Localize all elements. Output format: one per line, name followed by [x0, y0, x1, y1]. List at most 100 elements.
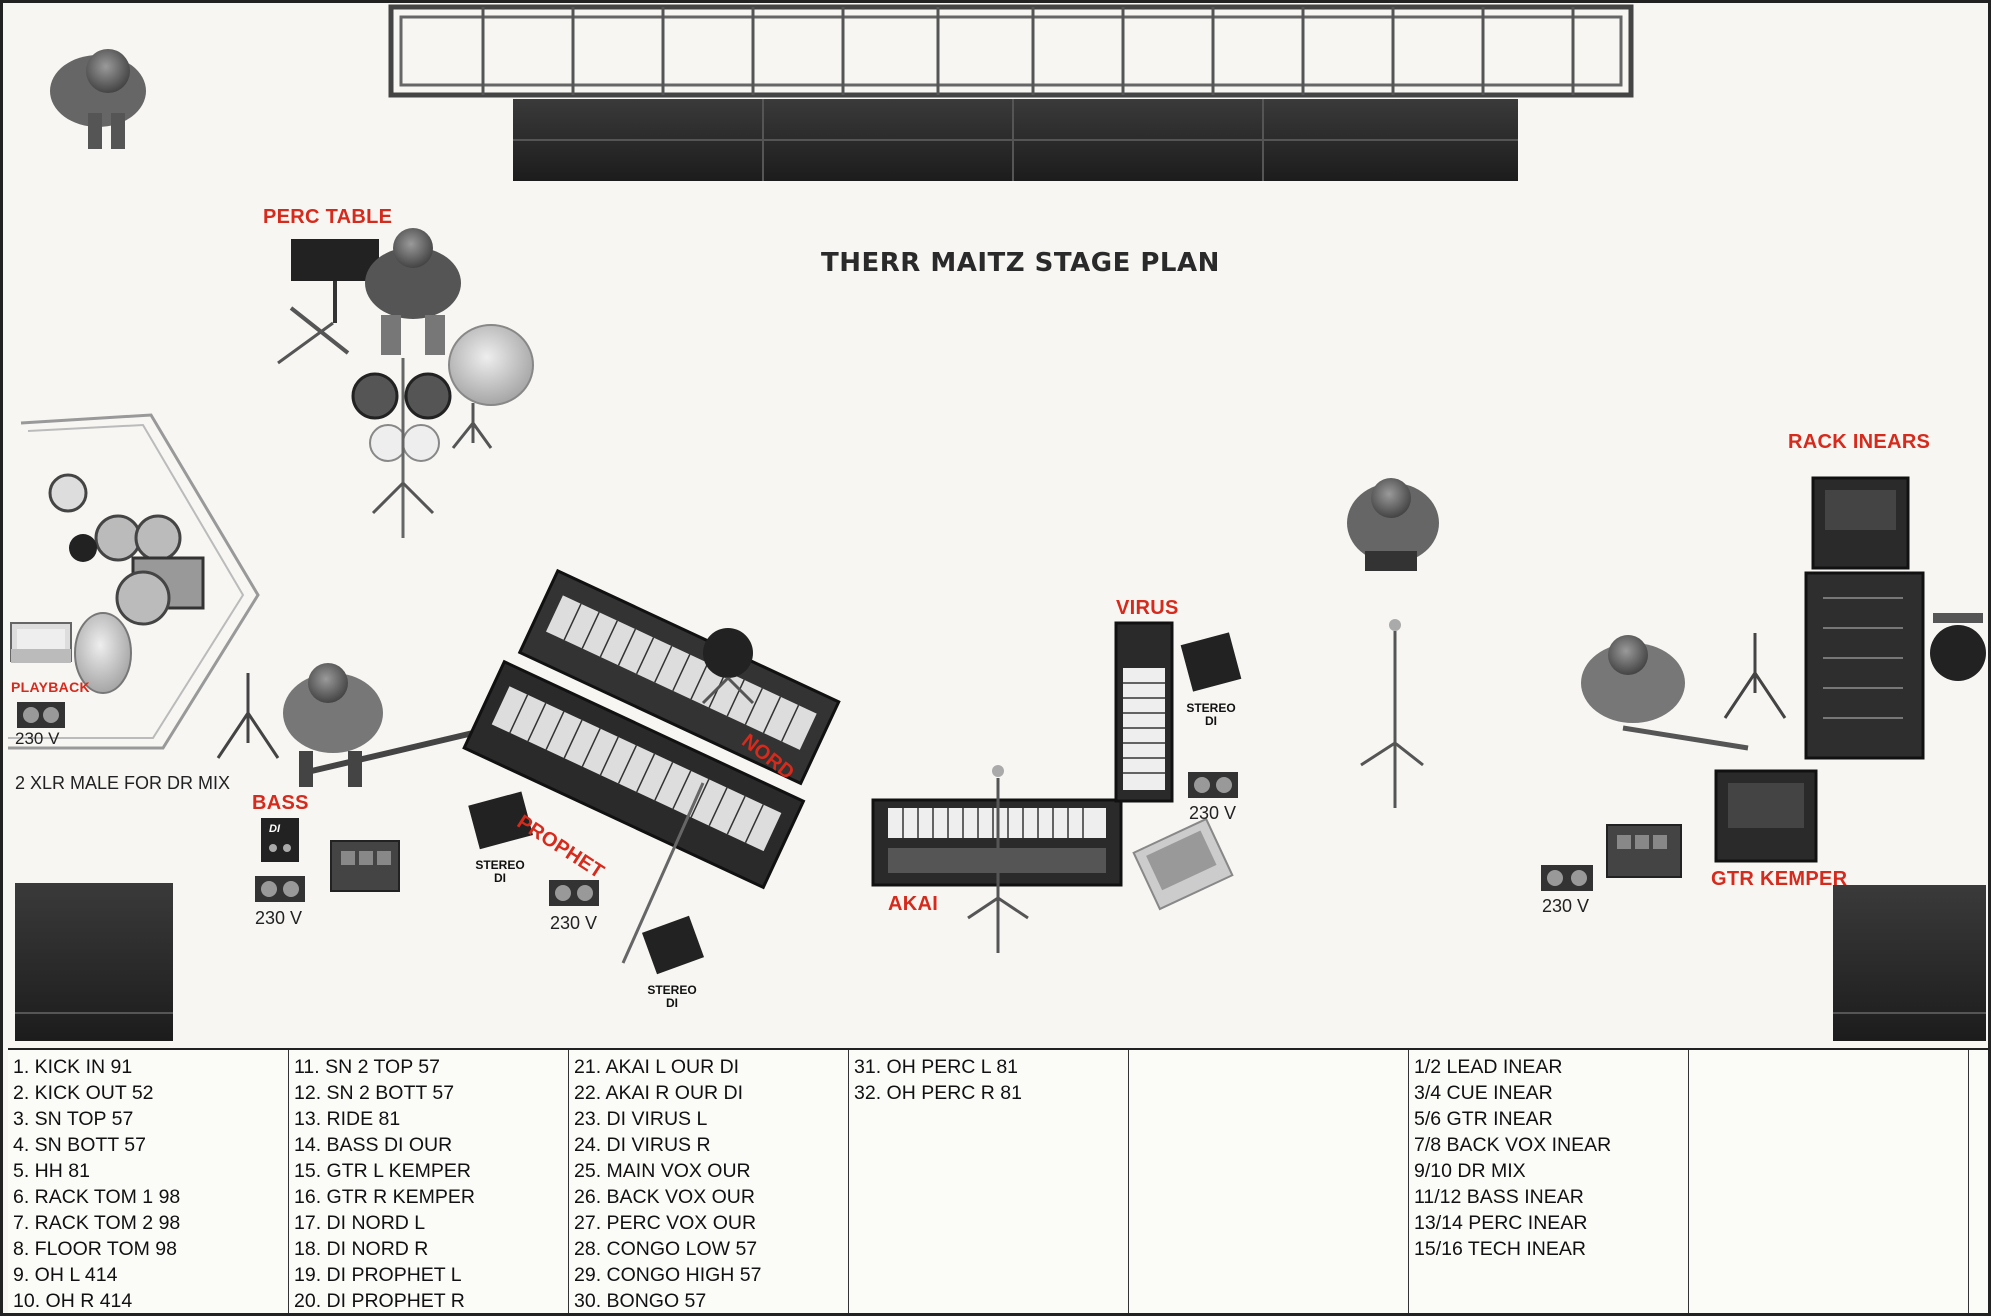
- patch-item: 26. BACK VOX OUR: [574, 1186, 755, 1208]
- patch-item: 15/16 TECH INEAR: [1414, 1238, 1586, 1260]
- patch-item: 19. DI PROPHET L: [294, 1264, 462, 1286]
- patch-item: 8. FLOOR TOM 98: [13, 1238, 177, 1260]
- power-socket-icon: [255, 876, 305, 902]
- playback-laptop-icon: [10, 622, 72, 663]
- patch-column-1: 1. KICK IN 91 2. KICK OUT 52 3. SN TOP 5…: [8, 1050, 289, 1313]
- rack-case-icon: [1811, 476, 1910, 570]
- patch-column-7: [1689, 1050, 1969, 1313]
- patch-item: 3/4 CUE INEAR: [1414, 1082, 1553, 1104]
- patch-item: 27. PERC VOX OUR: [574, 1212, 757, 1234]
- stool-icon: [1930, 613, 1986, 681]
- patch-item: 2. KICK OUT 52: [13, 1082, 154, 1104]
- power-socket-icon: [549, 880, 599, 906]
- label-bass: BASS: [252, 792, 309, 814]
- patch-column-5: [1129, 1050, 1409, 1313]
- virus-synth-icon: [1114, 621, 1174, 803]
- patch-item: 3. SN TOP 57: [13, 1108, 134, 1130]
- crew-person-icon: [50, 49, 146, 149]
- patch-item: 1/2 LEAD INEAR: [1414, 1056, 1563, 1078]
- stage-area: THERR MAITZ STAGE PLAN PERC TABLE PLAYBA…: [3, 3, 1988, 1045]
- percussionist-icon: [365, 228, 461, 355]
- patch-item: 31. OH PERC L 81: [854, 1056, 1019, 1078]
- patch-item: 9. OH L 414: [13, 1264, 118, 1286]
- patch-item: 11. SN 2 TOP 57: [294, 1056, 440, 1078]
- patch-item: 17. DI NORD L: [294, 1212, 426, 1234]
- patch-item: 20. DI PROPHET R: [294, 1290, 465, 1312]
- mic-stand-icon: [1723, 633, 1787, 719]
- pedalboard-icon: [1606, 824, 1682, 878]
- perc-cymbal-icon: [448, 324, 534, 449]
- patch-item: 11/12 BASS INEAR: [1414, 1186, 1584, 1208]
- patch-item: 16. GTR R KEMPER: [294, 1186, 475, 1208]
- label-akai: AKAI: [888, 893, 939, 915]
- patch-item: 14. BASS DI OUR: [294, 1134, 453, 1156]
- patch-item: 24. DI VIRUS R: [574, 1134, 711, 1156]
- di-box-label: DI: [269, 823, 280, 835]
- patch-item: 13. RIDE 81: [294, 1108, 401, 1130]
- power-socket-icon: [17, 702, 65, 728]
- power-label-prophet: 230 V: [550, 913, 598, 933]
- amp-case-icon: [1714, 769, 1818, 863]
- patch-list-table: 1. KICK IN 91 2. KICK OUT 52 3. SN TOP 5…: [8, 1048, 1988, 1313]
- power-socket-icon: [1188, 772, 1238, 798]
- patch-item: 6. RACK TOM 1 98: [13, 1186, 181, 1208]
- patch-item: 28. CONGO LOW 57: [574, 1238, 758, 1260]
- stereo-di-box-icon: [468, 791, 533, 850]
- power-label-bass: 230 V: [255, 908, 303, 928]
- drum-shield-icon: [8, 413, 260, 750]
- patch-column-2: 11. SN 2 TOP 57 12. SN 2 BOTT 57 13. RID…: [289, 1050, 569, 1313]
- mic-stand-icon: [1360, 619, 1424, 808]
- patch-item: 1. KICK IN 91: [13, 1056, 133, 1078]
- patch-column-8: [1969, 1050, 1984, 1313]
- mic-stand-icon: [216, 673, 280, 759]
- patch-item: 23. DI VIRUS L: [574, 1108, 708, 1130]
- stereo-di-label-prophet: STEREO DI: [475, 858, 525, 885]
- patch-item: 13/14 PERC INEAR: [1414, 1212, 1588, 1234]
- patch-item: 12. SN 2 BOTT 57: [294, 1082, 455, 1104]
- stereo-di-box-icon: [641, 915, 705, 975]
- patch-item: 25. MAIN VOX OUR: [574, 1160, 751, 1182]
- patch-item: 30. BONGO 57: [574, 1290, 707, 1312]
- power-label-gtr: 230 V: [1542, 896, 1590, 916]
- page-title: THERR MAITZ STAGE PLAN: [821, 248, 1220, 278]
- inear-rack-icon: [1804, 571, 1925, 760]
- lead-singer-icon: [1347, 478, 1439, 571]
- pedalboard-icon: [330, 840, 400, 892]
- monitor-wedge-icon: [15, 883, 173, 1041]
- patch-item: 32. OH PERC R 81: [854, 1082, 1022, 1104]
- perc-table-icon: [277, 239, 379, 365]
- laptop-icon: [1132, 817, 1234, 911]
- label-playback: PLAYBACK: [11, 679, 90, 695]
- power-label-playback: 230 V: [15, 729, 60, 748]
- mic-stand-icon: [967, 765, 1029, 953]
- label-virus: VIRUS: [1116, 597, 1179, 619]
- label-rack-inears: RACK INEARS: [1788, 431, 1931, 453]
- patch-item: 7/8 BACK VOX INEAR: [1414, 1134, 1612, 1156]
- bassist-icon: [283, 663, 474, 787]
- patch-item: 9/10 DR MIX: [1414, 1160, 1526, 1182]
- patch-item: 21. AKAI L OUR DI: [574, 1056, 740, 1078]
- patch-column-3: 21. AKAI L OUR DI 22. AKAI R OUR DI 23. …: [569, 1050, 849, 1313]
- patch-item: 10. OH R 414: [13, 1290, 133, 1312]
- patch-item: 22. AKAI R OUR DI: [574, 1082, 744, 1104]
- label-perc-table: PERC TABLE: [263, 206, 393, 228]
- stereo-di-label-nord: STEREO DI: [647, 983, 697, 1010]
- patch-column-6: 1/2 LEAD INEAR 3/4 CUE INEAR 5/6 GTR INE…: [1409, 1050, 1689, 1313]
- guitarist-icon: [1581, 635, 1749, 751]
- di-box-icon: [261, 818, 299, 862]
- mic-stand-icon: [621, 782, 705, 964]
- power-socket-icon: [1541, 865, 1593, 891]
- drum-kit-icon: [48, 473, 205, 694]
- patch-item: 5/6 GTR INEAR: [1414, 1108, 1553, 1130]
- keyboard-stool-icon: [701, 628, 755, 705]
- patch-item: 15. GTR L KEMPER: [294, 1160, 471, 1182]
- stereo-di-box-icon: [1180, 632, 1242, 692]
- patch-item: 5. HH 81: [13, 1160, 90, 1182]
- patch-item: 29. CONGO HIGH 57: [574, 1264, 762, 1286]
- patch-item: 7. RACK TOM 2 98: [13, 1212, 181, 1234]
- keyboard-stand-icon: [462, 568, 841, 890]
- label-gtr-kemper: GTR KEMPER: [1711, 868, 1848, 890]
- power-label-virus: 230 V: [1189, 803, 1237, 823]
- monitor-wedge-icon: [1833, 885, 1986, 1041]
